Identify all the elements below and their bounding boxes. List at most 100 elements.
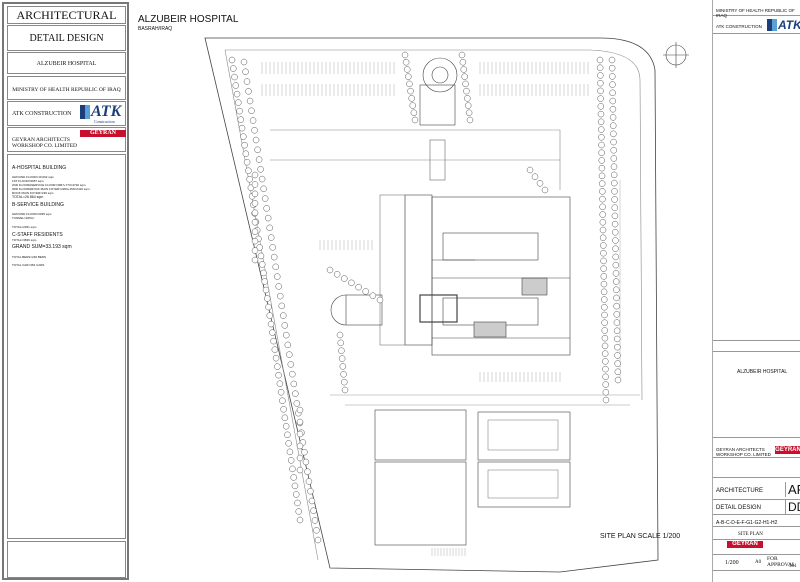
tree-icon — [466, 116, 474, 124]
rt-stage: DETAIL DESIGN — [716, 505, 762, 511]
owner-name: MINISTRY OF HEALTH REPUBLIC OF IRAQ — [12, 87, 121, 93]
tree-icon — [251, 127, 258, 134]
tree-icon — [237, 116, 245, 123]
tree-icon — [338, 355, 346, 362]
tree-icon — [599, 211, 606, 218]
tree-icon — [243, 158, 251, 166]
tree-icon — [301, 448, 308, 456]
tree-icon — [599, 203, 606, 211]
tree-icon — [326, 266, 334, 274]
tree-icon — [235, 99, 242, 106]
tree-icon — [610, 130, 617, 138]
tree-icon — [601, 334, 609, 342]
tree-icon — [304, 468, 311, 475]
tree-icon — [598, 141, 605, 149]
tree-icon — [598, 149, 605, 156]
tree-icon — [275, 371, 282, 379]
tree-icon — [293, 400, 301, 407]
tree-icon — [599, 234, 607, 241]
tree-icon — [609, 114, 617, 121]
hospital-block-main — [431, 196, 571, 356]
tree-icon — [296, 442, 304, 450]
tree-icon — [600, 265, 607, 272]
tree-icon — [272, 354, 280, 362]
tree-icon — [611, 212, 619, 220]
tree-icon — [251, 218, 259, 226]
tree-icon — [597, 110, 605, 118]
rt-atk-logo: ATK — [767, 18, 800, 32]
hospital-block-corridor — [379, 194, 406, 346]
tree-icon — [600, 257, 607, 265]
rt-architect-row: GEYRAN ARCHITECTS WORKSHOP CO. LIMITED G… — [713, 438, 800, 458]
summary-c-title: C-STAFF RESIDENTS — [12, 232, 63, 238]
tree-icon — [611, 179, 618, 187]
tree-icon — [600, 242, 607, 249]
rt-client-row: ATK CONSTRUCTION ATK — [713, 16, 800, 34]
tree-icon — [255, 156, 263, 163]
tree-icon — [296, 454, 304, 462]
tree-icon — [287, 361, 295, 368]
tree-icon — [610, 147, 617, 154]
tree-icon — [270, 337, 277, 345]
tree-icon — [611, 188, 618, 195]
tree-icon — [601, 304, 608, 311]
tree-icon — [252, 136, 260, 144]
rt-discipline: ARCHITECTURE — [716, 488, 764, 494]
drawing-location: BASRAH/IRAQ — [138, 26, 173, 32]
tree-icon — [600, 280, 608, 288]
tree-icon — [336, 331, 344, 339]
tree-icon — [600, 296, 608, 303]
inner-road — [224, 49, 643, 561]
rt-grid-row: A-B-C-D-E-F-G1-G2-H1-H2 — [713, 515, 800, 527]
tree-icon — [264, 295, 271, 302]
rt-revision-row — [713, 340, 800, 352]
tree-icon — [295, 508, 302, 515]
tree-icon — [614, 360, 621, 367]
tree-icon — [251, 209, 259, 217]
tree-icon — [611, 204, 619, 211]
tree-icon — [272, 263, 279, 271]
building-summary: A-HOSPITAL BUILDING GROUND FLOOR=10,062 … — [7, 154, 126, 539]
rt-status: FOR APPROVAL — [767, 556, 796, 568]
tree-icon — [460, 66, 468, 73]
rt-info-rows — [713, 458, 800, 478]
entrance-building — [419, 84, 456, 126]
tree-icon — [248, 107, 255, 115]
rt-size: A0 — [755, 560, 762, 565]
tree-icon — [256, 244, 263, 251]
tree-icon — [613, 294, 620, 302]
tree-icon — [281, 322, 289, 329]
tree-icon — [245, 88, 252, 95]
rt-grid: A-B-C-D-E-F-G1-G2-H1-H2 — [716, 520, 778, 526]
tree-icon — [243, 78, 251, 85]
rt-sheet-title-row: SITE PLAN — [713, 527, 800, 540]
tree-icon — [262, 286, 270, 294]
tree-icon — [231, 73, 238, 81]
tree-icon — [599, 226, 607, 234]
tree-icon — [613, 327, 621, 335]
tree-icon — [228, 56, 236, 64]
tree-icon — [613, 302, 620, 310]
tree-icon — [614, 352, 621, 359]
tree-icon — [296, 418, 304, 426]
tree-icon — [598, 134, 605, 141]
plaza — [345, 294, 383, 326]
tree-icon — [401, 51, 409, 59]
tree-icon — [340, 371, 347, 378]
tree-icon — [261, 195, 269, 202]
tree-icon — [459, 58, 467, 66]
summary-c-total: TOTAL=3836 sqm — [12, 238, 37, 242]
tree-icon — [541, 186, 549, 194]
tree-icon — [610, 171, 618, 179]
tree-icon — [411, 116, 419, 124]
tree-icon — [362, 288, 369, 295]
tree-icon — [596, 64, 604, 71]
tree-icon — [310, 507, 317, 514]
project-name: ALZUBEIR HOSPITAL — [36, 61, 97, 67]
tree-icon — [341, 275, 348, 282]
tree-icon — [267, 320, 275, 328]
tree-icon — [296, 430, 304, 438]
tree-icon — [602, 358, 609, 365]
tree-icon — [614, 368, 622, 376]
